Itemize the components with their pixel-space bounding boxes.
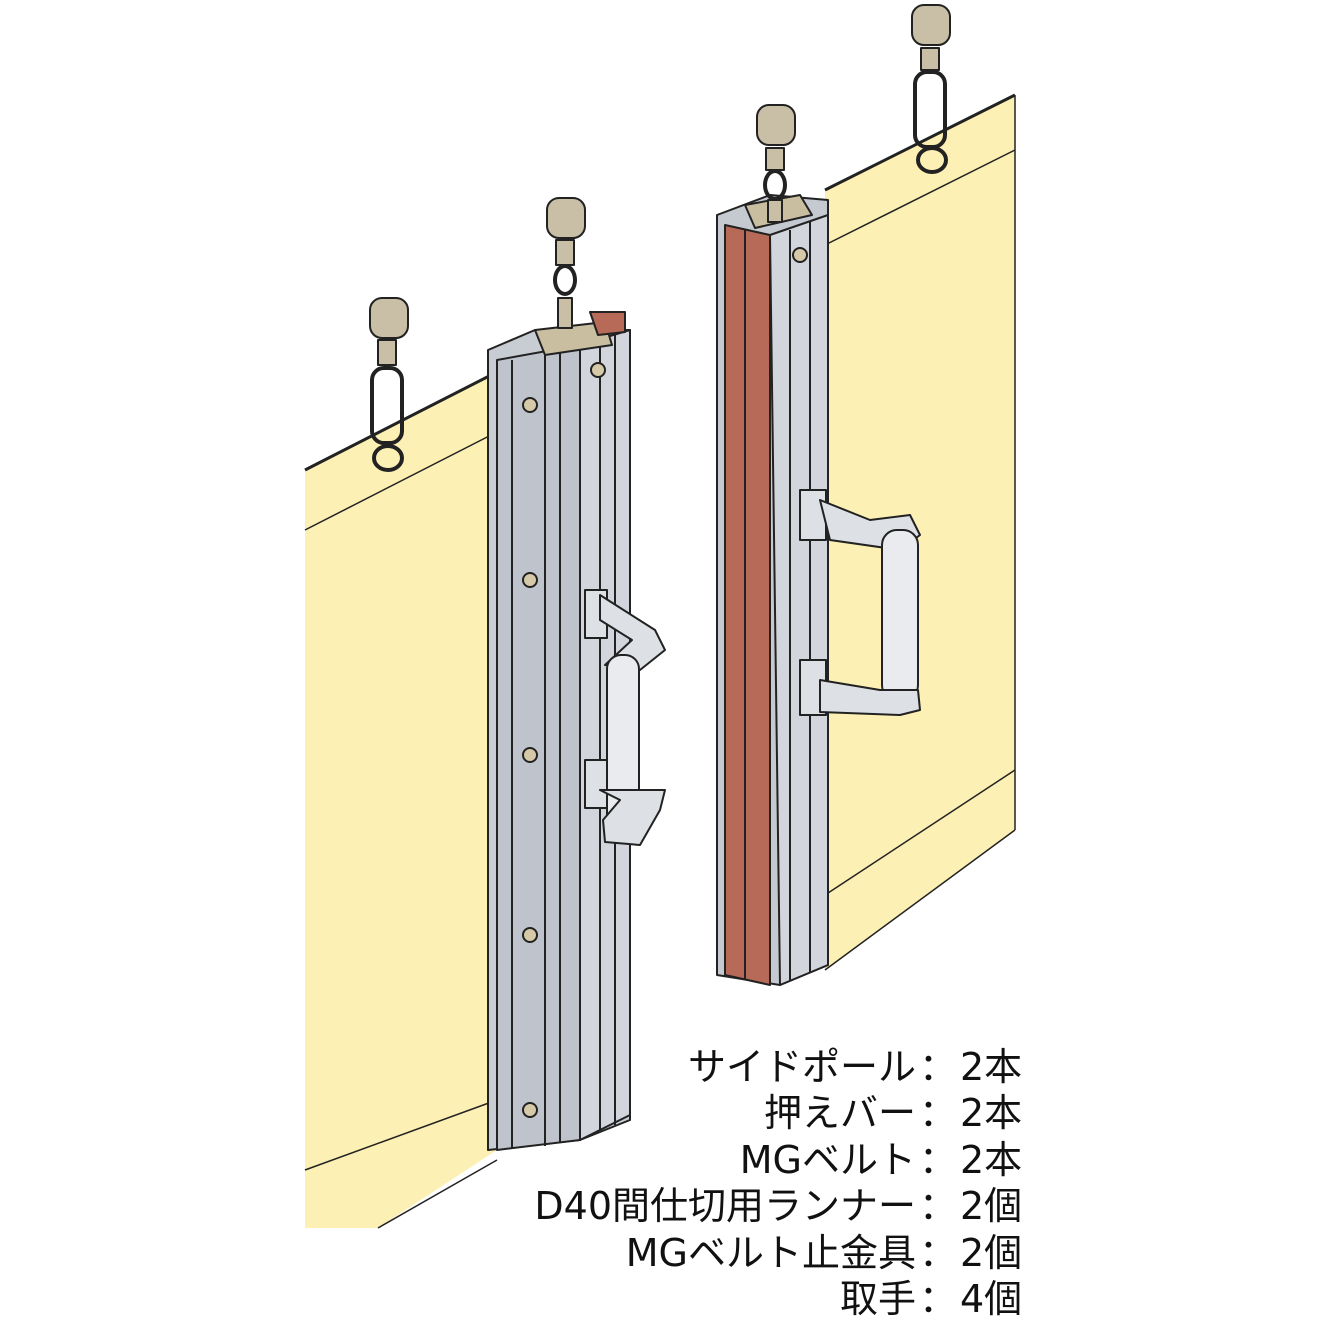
runner-4 — [911, 4, 951, 174]
part-quantity: 2個 — [960, 1184, 1023, 1229]
runner-2 — [546, 197, 586, 329]
left-side-pole — [487, 311, 631, 1151]
separator: ： — [918, 1230, 957, 1275]
part-quantity: 2個 — [960, 1230, 1023, 1275]
runner-3 — [756, 104, 796, 223]
parts-list-item: MGベルト止金具：2個 — [480, 1226, 1040, 1275]
part-quantity: 4個 — [960, 1277, 1023, 1320]
separator: ： — [918, 1044, 957, 1089]
separator: ： — [918, 1091, 957, 1136]
mg-belt — [724, 224, 771, 986]
left-curtain-panel — [304, 370, 498, 1229]
separator: ： — [918, 1184, 957, 1229]
right-side-pole — [716, 194, 829, 986]
parts-list-item: 取手：4個 — [480, 1273, 1040, 1320]
right-curtain-panel — [824, 93, 1016, 971]
runner-1 — [369, 297, 409, 472]
separator: ： — [918, 1137, 957, 1182]
runners — [369, 4, 951, 472]
parts-list: サイドポール：2本 押えバー：2本 MGベルト：2本 D40間仕切用ランナー：2… — [480, 1040, 1040, 1320]
parts-list-item: MGベルト：2本 — [480, 1133, 1040, 1182]
part-quantity: 2本 — [960, 1044, 1023, 1089]
part-name: サイドポール — [687, 1044, 916, 1089]
separator: ： — [918, 1277, 957, 1320]
part-name: D40間仕切用ランナー — [534, 1184, 916, 1229]
right-handle — [799, 489, 921, 716]
left-handle — [584, 589, 666, 846]
part-name: MGベルト止金具 — [625, 1230, 916, 1275]
part-name: MGベルト — [739, 1137, 916, 1182]
part-name: 取手 — [839, 1277, 916, 1320]
part-quantity: 2本 — [960, 1137, 1023, 1182]
mg-belt-stopper — [534, 321, 613, 356]
parts-list-item: 押えバー：2本 — [480, 1087, 1040, 1135]
parts-list-item: サイドポール：2本 — [480, 1040, 1040, 1089]
parts-list-item: D40間仕切用ランナー：2個 — [480, 1180, 1040, 1228]
part-name: 押えバー — [763, 1091, 916, 1136]
part-quantity: 2本 — [960, 1091, 1023, 1136]
